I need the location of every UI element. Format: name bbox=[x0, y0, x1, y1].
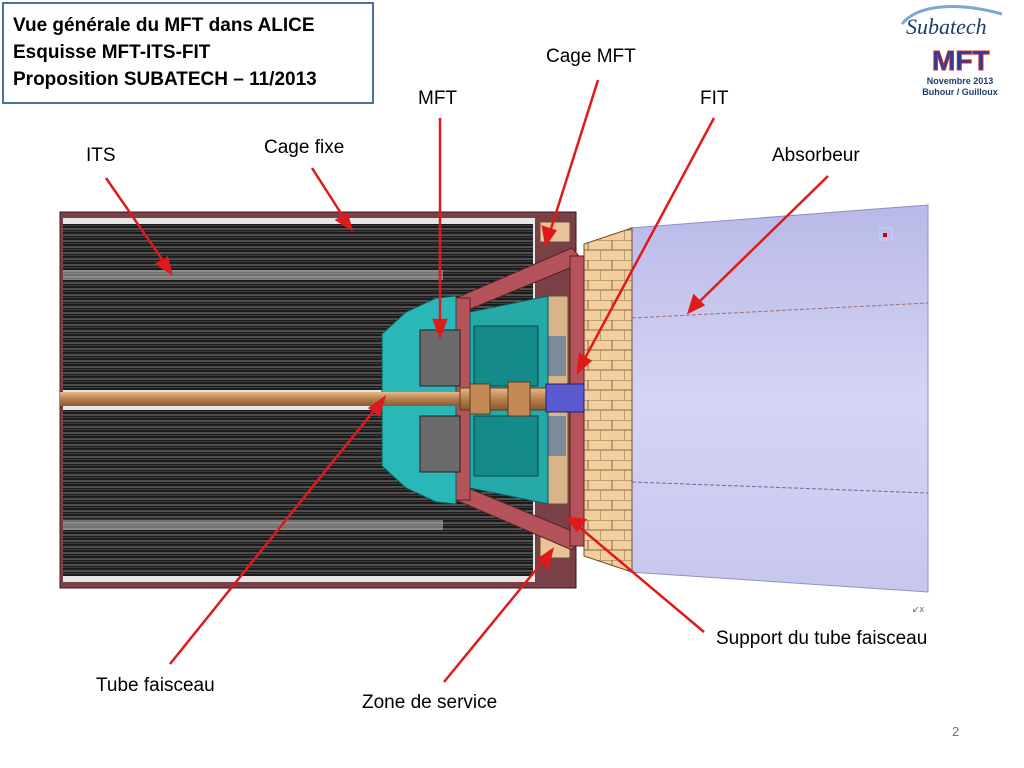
mft-logo-text: MFT bbox=[932, 45, 990, 74]
fit-block bbox=[583, 227, 633, 573]
label-absorbeur: Absorbeur bbox=[772, 145, 860, 166]
label-cage-fixe: Cage fixe bbox=[264, 137, 345, 158]
arrow-support bbox=[565, 516, 705, 633]
page-number: 2 bbox=[952, 724, 960, 739]
mft-logo: MFT bbox=[930, 44, 994, 74]
subatech-logo-text: Subatech bbox=[906, 14, 987, 39]
title-line-1: Vue générale du MFT dans ALICE bbox=[13, 15, 315, 36]
subatech-logo: Subatech bbox=[900, 5, 1003, 39]
arrow-mft bbox=[432, 118, 448, 340]
annotation-arrows bbox=[104, 79, 829, 683]
arrow-cage-fixe bbox=[310, 167, 354, 232]
title-box: Vue générale du MFT dans ALICE Esquisse … bbox=[2, 2, 374, 104]
label-zone-service: Zone de service bbox=[362, 692, 498, 713]
arrow-tube bbox=[169, 394, 387, 665]
arrow-absorbeur bbox=[686, 175, 829, 315]
logo-caption: Novembre 2013 Buhour / Guilloux bbox=[900, 76, 1020, 98]
beam-pipe bbox=[60, 381, 585, 417]
label-mft: MFT bbox=[418, 88, 458, 109]
arrow-its bbox=[104, 177, 174, 276]
logo-authors: Buhour / Guilloux bbox=[922, 87, 998, 97]
arrow-service bbox=[443, 547, 554, 683]
label-cage-mft: Cage MFT bbox=[546, 46, 636, 67]
title-line-2: Esquisse MFT-ITS-FIT bbox=[13, 42, 211, 63]
arrow-fit bbox=[576, 117, 716, 376]
axis-glyph: ↙x bbox=[912, 604, 925, 614]
its-barrel bbox=[63, 224, 533, 576]
label-its: ITS bbox=[86, 145, 116, 166]
logo-date: Novembre 2013 bbox=[926, 76, 994, 86]
title-line-3: Proposition SUBATECH – 11/2013 bbox=[13, 69, 317, 90]
label-support-tube: Support du tube faisceau bbox=[716, 628, 928, 649]
label-tube-faisceau: Tube faisceau bbox=[96, 675, 215, 696]
absorber bbox=[629, 204, 929, 593]
label-fit: FIT bbox=[700, 88, 729, 109]
arrow-cage-mft bbox=[541, 79, 600, 248]
